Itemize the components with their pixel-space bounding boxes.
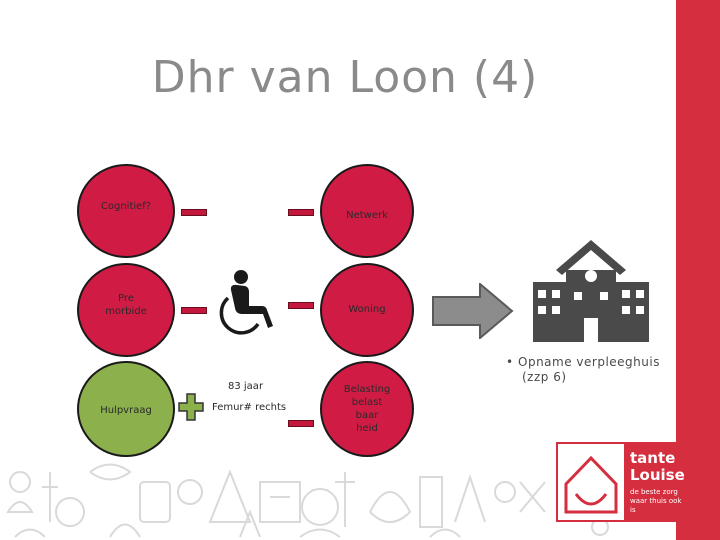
minus-icon: [288, 209, 314, 216]
logo-tagline-line-2: waar thuis ook is: [630, 497, 682, 514]
circle-cognitief: Cognitief?: [77, 164, 175, 258]
circle-belastbaarheid: Belasting belast baar heid: [320, 361, 414, 457]
minus-icon: [181, 209, 207, 216]
circle-belasting-label-1: Belasting: [343, 384, 391, 395]
circle-hulpvraag-label: Hulpvraag: [100, 404, 152, 416]
logo-tagline: de beste zorg waar thuis ook is: [630, 488, 686, 515]
house-heart-icon: [564, 455, 618, 514]
circle-belasting-label-3: baar: [355, 410, 379, 421]
bullet-list: • Opname verpleeghuis (zzp 6): [506, 355, 660, 385]
plus-icon: [178, 393, 204, 421]
bullet-line-2: (zzp 6): [522, 370, 567, 384]
circle-hulpvraag: Hulpvraag: [77, 361, 175, 457]
logo-name-line-2: Louise: [630, 466, 685, 484]
slide-title: Dhr van Loon (4): [151, 52, 539, 103]
arrow-right-icon: [432, 283, 514, 339]
minus-icon: [288, 302, 314, 309]
nursing-home-icon: [533, 240, 649, 342]
circle-premorbide: Pre morbide: [77, 263, 175, 357]
circle-netwerk: Netwerk: [320, 164, 414, 258]
circle-belasting-label-4: heid: [356, 423, 378, 434]
circle-cognitief-label: Cognitief?: [100, 201, 152, 212]
circle-premorbide-label-2: morbide: [105, 306, 147, 317]
circle-woning: Woning: [320, 263, 414, 357]
bullet-item: • Opname verpleeghuis: [506, 355, 660, 370]
logo-name-line-1: tante: [630, 449, 676, 467]
tante-louise-logo: tante Louise de beste zorg waar thuis oo…: [556, 442, 685, 524]
circle-netwerk-label: Netwerk: [346, 209, 388, 221]
bullet-line-1: Opname verpleeghuis: [518, 355, 660, 369]
patient-age: 83 jaar: [228, 381, 264, 392]
logo-tagline-line-1: de beste zorg: [630, 488, 678, 496]
bullet-dot: •: [506, 355, 514, 369]
patient-diagnosis: Femur# rechts: [212, 402, 287, 413]
minus-icon: [181, 307, 207, 314]
circle-premorbide-label-1: Pre: [118, 293, 134, 304]
bullet-item-continuation: (zzp 6): [506, 370, 660, 385]
wheelchair-icon: [219, 270, 273, 335]
circle-belasting-label-2: belast: [351, 397, 383, 408]
minus-icon: [288, 420, 314, 427]
decorative-doodle-strip: [6, 463, 609, 538]
logo-house-box: [556, 442, 626, 522]
logo-name: tante Louise: [630, 450, 685, 484]
logo-red-panel: tante Louise de beste zorg waar thuis oo…: [624, 442, 686, 522]
circle-woning-label: Woning: [348, 303, 386, 315]
